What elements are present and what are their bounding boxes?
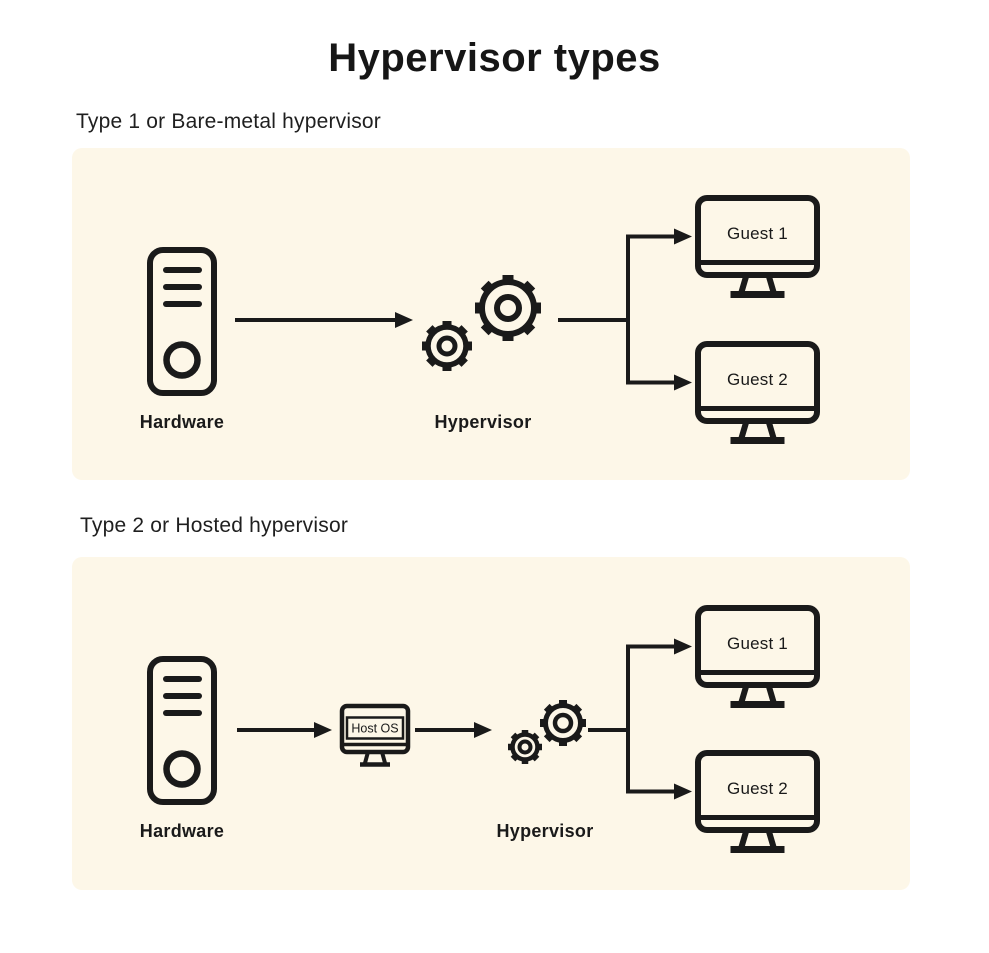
type1-panel: Hardware xyxy=(72,148,910,480)
guest2-monitor-icon: Guest 2 xyxy=(695,750,820,853)
guest1-screen-label: Guest 1 xyxy=(727,224,788,243)
gears-icon xyxy=(508,700,586,764)
guest2-screen-label: Guest 2 xyxy=(727,779,788,798)
guest1-monitor-icon: Guest 1 xyxy=(695,195,820,298)
type1-diagram: Hardware xyxy=(140,195,820,444)
host-os-monitor-icon: Host OS xyxy=(339,703,411,767)
branch-connector xyxy=(588,638,692,800)
guest1-monitor-icon: Guest 1 xyxy=(695,605,820,708)
hypervisor-label: Hypervisor xyxy=(496,821,593,841)
type2-diagram: Hardware Host OS xyxy=(140,605,820,853)
guest1-screen-label: Guest 1 xyxy=(727,634,788,653)
guest2-monitor-icon: Guest 2 xyxy=(695,341,820,444)
gears-icon xyxy=(422,275,541,371)
hypervisor-label: Hypervisor xyxy=(434,412,531,432)
type2-panel: Hardware Host OS xyxy=(72,557,910,890)
hardware-label: Hardware xyxy=(140,412,224,432)
section1-heading: Type 1 or Bare-metal hypervisor xyxy=(76,110,381,133)
hardware-label: Hardware xyxy=(140,821,224,841)
guest2-screen-label: Guest 2 xyxy=(727,370,788,389)
server-tower-icon xyxy=(147,656,217,805)
branch-connector xyxy=(558,228,692,391)
server-tower-icon xyxy=(147,247,217,396)
page-title: Hypervisor types xyxy=(328,36,661,80)
section2-heading: Type 2 or Hosted hypervisor xyxy=(80,514,349,537)
host-os-label: Host OS xyxy=(351,722,398,736)
